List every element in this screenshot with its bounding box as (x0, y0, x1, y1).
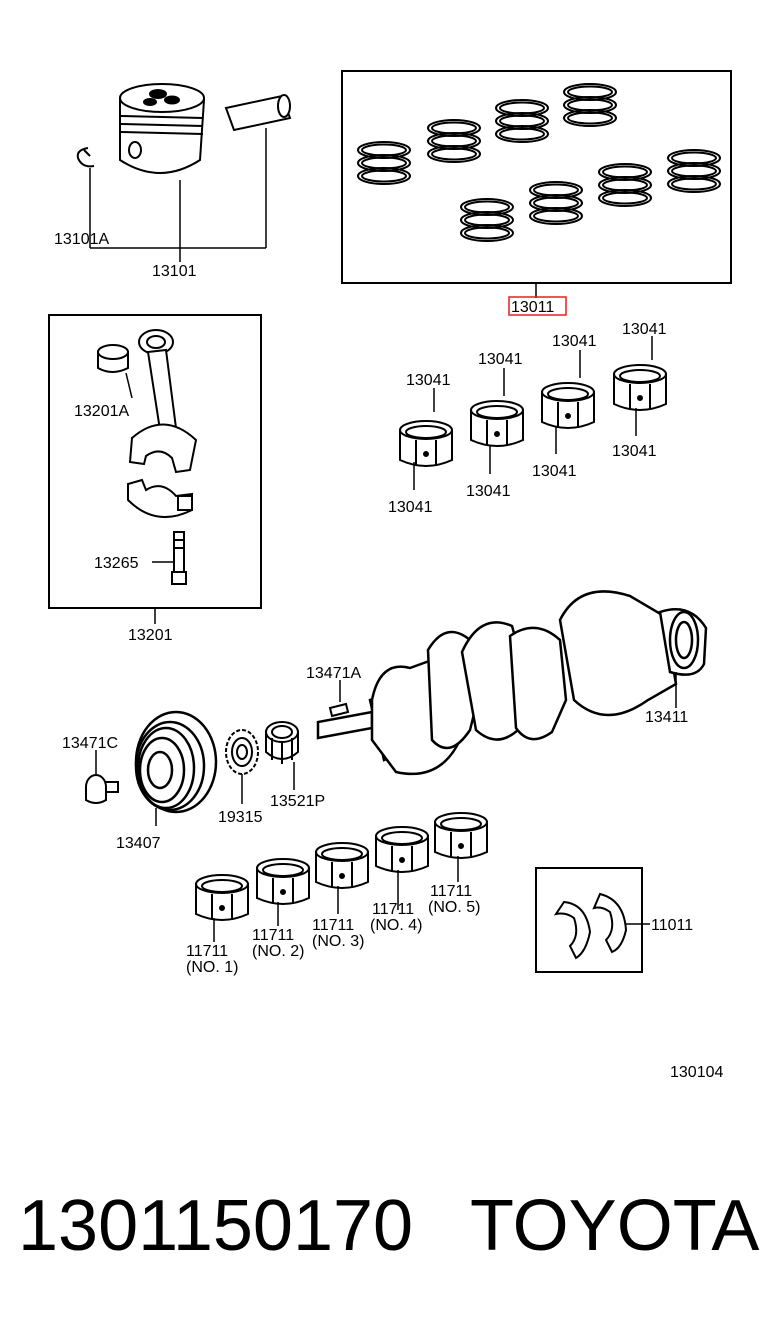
label-key: 13471A (306, 665, 361, 682)
part-number: 1301150170 (18, 1186, 414, 1266)
thrust-washer-box (535, 867, 643, 973)
piston-pin-drawing (224, 94, 292, 132)
thrust-washer-drawing (553, 892, 628, 960)
label-conrod-bearing-2: 13041 (388, 499, 433, 516)
label-main-bearing-4: 11711 (372, 901, 414, 918)
label-main-bearing-2: 11711 (252, 927, 294, 944)
label-pulley: 13407 (116, 835, 161, 852)
piston-rings-drawing (357, 83, 721, 242)
label-main-bearing-1-no: (NO. 1) (186, 959, 238, 976)
label-thrust-washer: 11011 (651, 917, 693, 934)
ring-set-box (341, 70, 732, 284)
label-conrod-bearing-4: 13041 (466, 483, 511, 500)
label-main-bearing-5-no: (NO. 5) (428, 899, 480, 916)
conrod-bolt-drawing (171, 531, 187, 585)
crankshaft-drawing (316, 590, 708, 776)
label-conrod-bearing-6: 13041 (532, 463, 577, 480)
parts-diagram: 13101A 13101 13011 13201A 13265 (48, 70, 732, 1081)
label-conrod-bolt: 13265 (94, 555, 139, 572)
label-snap-ring: 13101A (54, 231, 109, 248)
label-pulley-bolt: 13471C (62, 735, 118, 752)
conrod-cap-drawing (127, 478, 193, 518)
conrod-bushing-drawing (97, 344, 129, 373)
label-main-bearing-3-no: (NO. 3) (312, 933, 364, 950)
label-bearing-13521: 13521P (270, 793, 325, 810)
pulley-bolt-drawing (85, 774, 119, 804)
label-crankshaft: 13411 (645, 709, 688, 726)
pulley-leaders (95, 750, 295, 826)
label-conrod-assy: 13201 (128, 627, 173, 644)
label-timing-gear: 19315 (218, 809, 263, 826)
label-conrod-bearing-3: 13041 (478, 351, 523, 368)
conrod-bearing-leaders (413, 336, 653, 490)
label-main-bearing-5: 11711 (430, 883, 472, 900)
label-main-bearing-1: 11711 (186, 943, 228, 960)
pulley-drawing (134, 710, 218, 814)
label-main-bearing-3: 11711 (312, 917, 354, 934)
label-main-bearing-4-no: (NO. 4) (370, 917, 422, 934)
ring-set-highlight (508, 296, 567, 316)
piston-drawing (119, 83, 206, 174)
label-main-bearing-2-no: (NO. 2) (252, 943, 304, 960)
piston-leaders (89, 128, 267, 262)
label-conrod-bearing-5: 13041 (552, 333, 597, 350)
main-bearing-leaders (213, 856, 459, 942)
label-conrod-bearing-7: 13041 (622, 321, 667, 338)
label-conrod-bearing-8: 13041 (612, 443, 657, 460)
key-drawing (328, 702, 350, 718)
timing-gear-drawing (225, 729, 259, 775)
label-piston: 13101 (152, 263, 197, 280)
bearing-13521-drawing (265, 721, 299, 764)
brand-name: TOYOTA (470, 1186, 760, 1266)
figure-number: 130104 (670, 1064, 723, 1081)
label-conrod-bushing: 13201A (74, 403, 129, 420)
label-conrod-bearing-1: 13041 (406, 372, 451, 389)
snap-ring-drawing (76, 147, 95, 168)
conrod-drawing (128, 329, 198, 474)
label-ring-set[interactable]: 13011 (511, 299, 554, 316)
